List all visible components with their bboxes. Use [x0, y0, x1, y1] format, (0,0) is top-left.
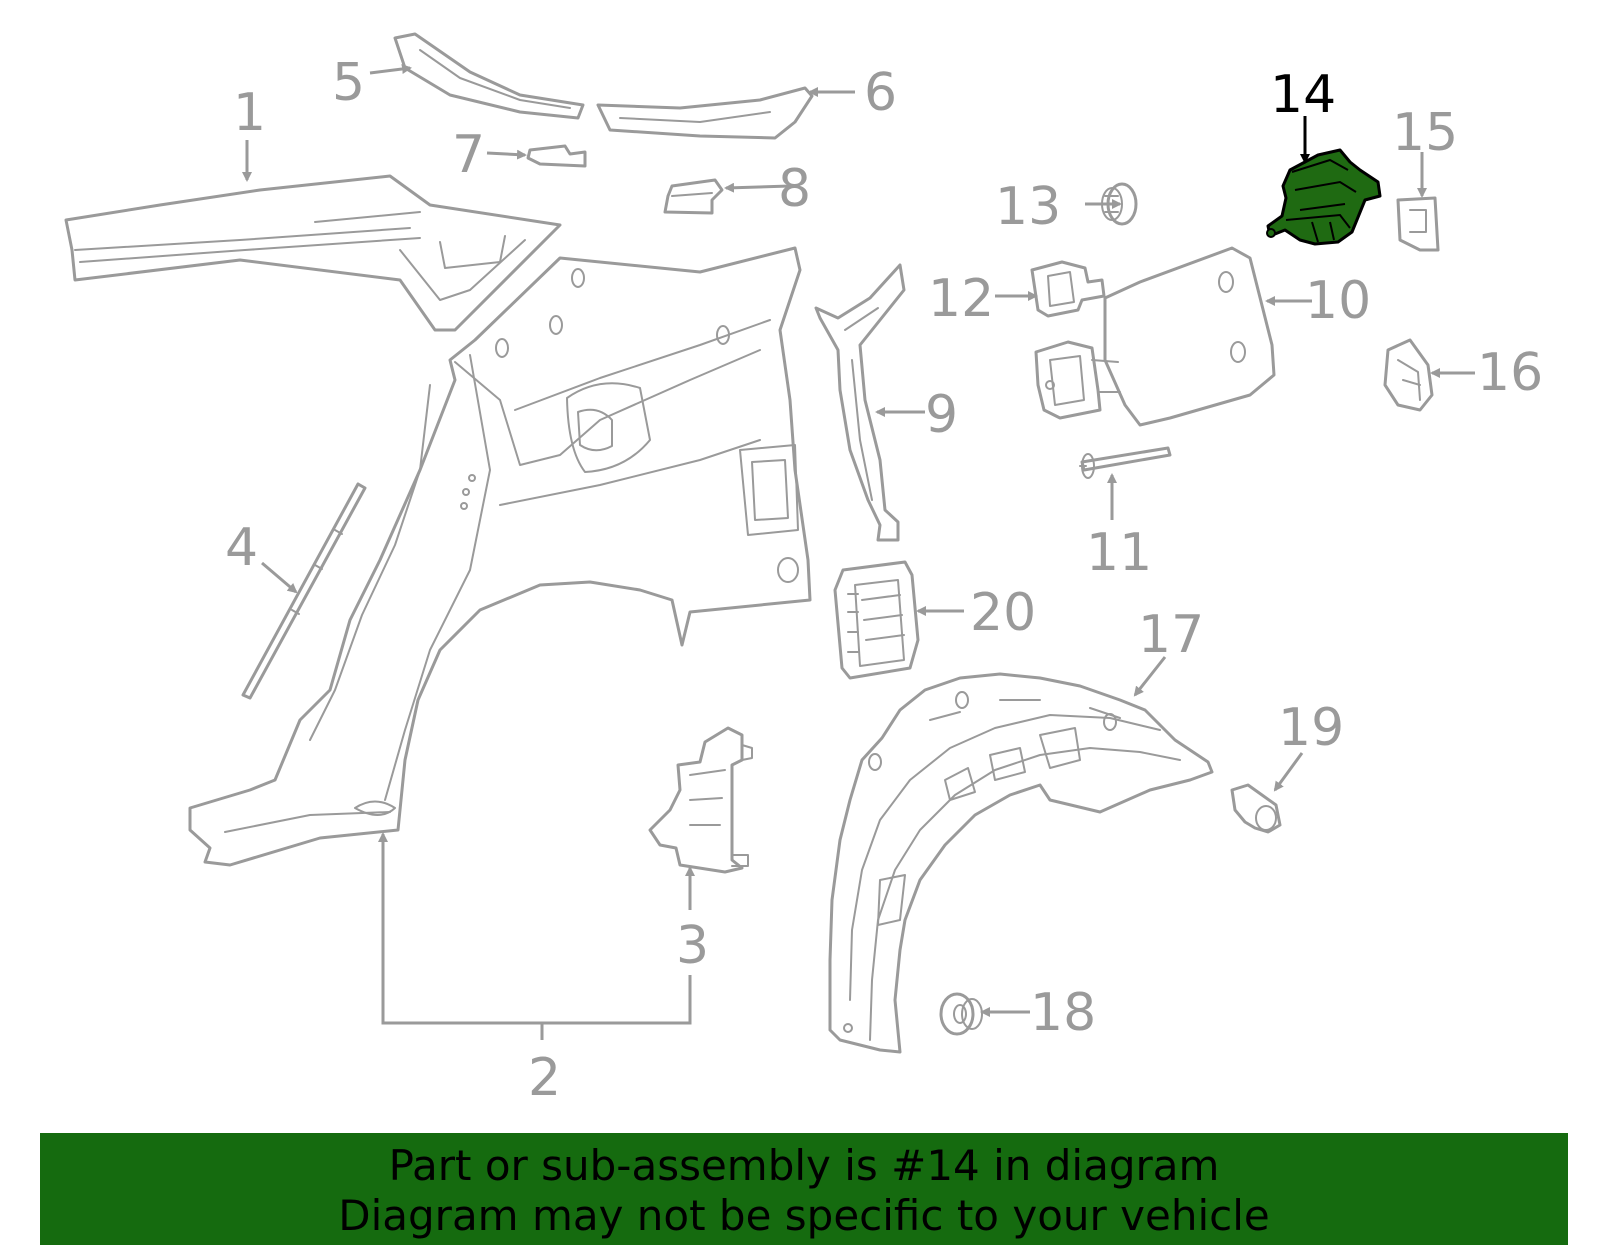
banner-line-2: Diagram may not be specific to your vehi… — [338, 1191, 1270, 1240]
part-9-pillar-reinforcement — [814, 263, 906, 542]
callout-16: 16 — [1477, 343, 1543, 403]
part-19-clip — [1230, 783, 1282, 834]
callout-3: 3 — [676, 916, 709, 976]
part-7-bracket — [526, 144, 587, 168]
callout-7: 7 — [452, 125, 485, 185]
part-12-actuator — [1030, 260, 1106, 318]
info-banner: Part or sub-assembly is #14 in diagram D… — [40, 1133, 1568, 1245]
callout-labels: 1 2 3 4 5 6 7 8 9 10 11 12 13 14 15 16 1… — [225, 53, 1543, 1108]
part-18-clip — [939, 992, 983, 1036]
part-4-strip — [241, 482, 367, 700]
callout-5: 5 — [332, 53, 365, 113]
callout-11: 11 — [1086, 523, 1152, 583]
callout-20: 20 — [970, 583, 1036, 643]
callout-6: 6 — [864, 63, 897, 123]
callout-17: 17 — [1138, 605, 1204, 665]
part-15-clip — [1396, 196, 1440, 252]
banner-line-1: Part or sub-assembly is #14 in diagram — [388, 1141, 1220, 1190]
callout-14: 14 — [1270, 65, 1336, 125]
part-17-wheel-liner — [828, 672, 1214, 1054]
part-3-bracket — [648, 726, 753, 874]
callout-4: 4 — [225, 518, 258, 578]
part-5-rail-trim — [393, 32, 585, 120]
part-20-vent — [833, 560, 920, 680]
part-2-quarter-panel — [188, 246, 812, 867]
callout-2: 2 — [528, 1048, 561, 1108]
callout-1: 1 — [233, 83, 266, 143]
part-1-roof-rail — [64, 174, 562, 332]
callout-13: 13 — [995, 177, 1061, 237]
callout-19: 19 — [1278, 698, 1344, 758]
part-6-rail-trim — [596, 86, 814, 140]
callout-10: 10 — [1305, 271, 1371, 331]
part-10-fuel-door — [1034, 246, 1276, 427]
part-8-bracket — [663, 178, 724, 215]
callout-18: 18 — [1030, 983, 1096, 1043]
callout-9: 9 — [925, 385, 958, 445]
part-16-grommet — [1383, 338, 1434, 412]
leader-lines — [242, 64, 1475, 1040]
callout-12: 12 — [928, 269, 994, 329]
part-14-highlighted[interactable] — [1266, 148, 1382, 246]
callout-8: 8 — [778, 159, 811, 219]
part-11-rivet — [1079, 446, 1172, 479]
callout-15: 15 — [1392, 103, 1458, 163]
